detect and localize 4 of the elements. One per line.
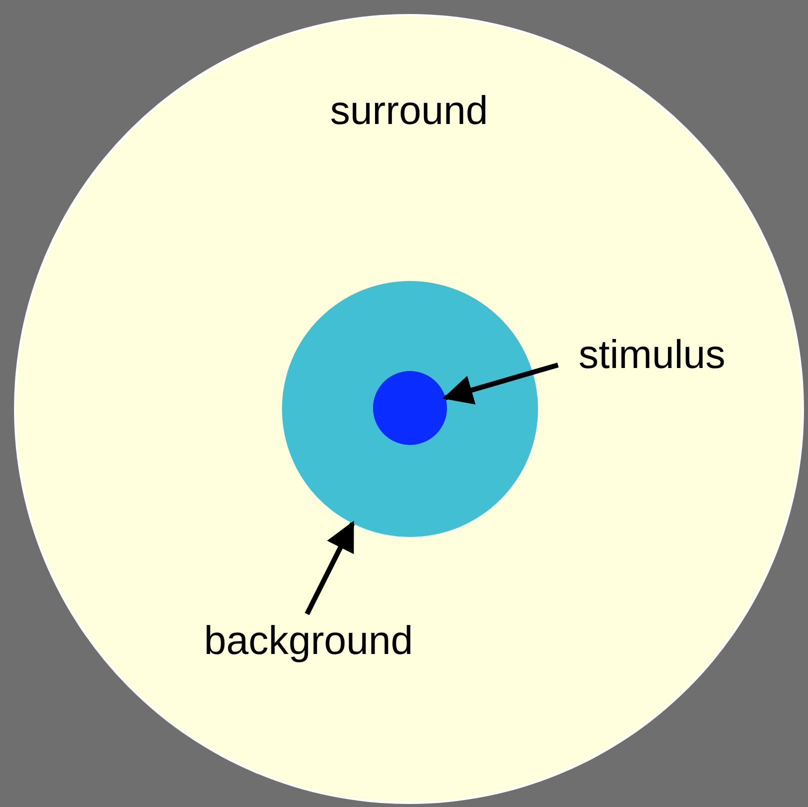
callout-label: stimulus: [560, 333, 744, 377]
region-label: surround: [330, 91, 488, 131]
leader-arrow: [304, 520, 355, 616]
callout-label: background: [180, 618, 437, 664]
